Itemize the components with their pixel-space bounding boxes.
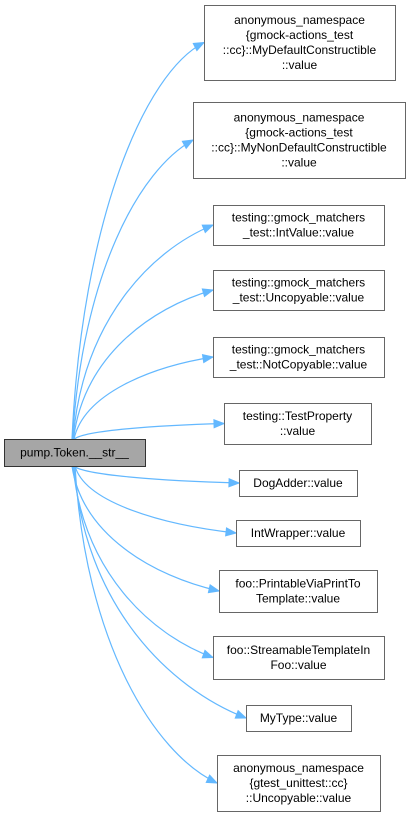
arrowhead xyxy=(213,419,226,429)
edge-line xyxy=(71,139,194,440)
call-edge xyxy=(71,139,195,440)
call-edges xyxy=(71,41,248,784)
arrowhead xyxy=(181,139,195,150)
node-target-1[interactable]: anonymous_namespace{gmock-actions_test::… xyxy=(204,5,396,81)
node-target-4-label: _test::Uncopyable::value xyxy=(232,291,365,305)
node-target-4-box xyxy=(213,270,385,311)
call-edge xyxy=(72,288,215,440)
arrowhead xyxy=(201,353,215,364)
arrowhead xyxy=(234,709,248,719)
edge-line xyxy=(71,465,220,592)
node-target-1-label: ::cc}::MyDefaultConstructible xyxy=(223,43,377,57)
edge-line xyxy=(74,422,225,440)
graph-nodes: pump.Token.__str__anonymous_namespace{gm… xyxy=(4,5,406,812)
node-target-7-box xyxy=(239,470,358,497)
call-edge xyxy=(73,465,248,719)
node-target-5-label: testing::gmock_matchers xyxy=(232,343,365,357)
call-edge xyxy=(74,465,219,784)
node-target-2-label: ::cc}::MyNonDefaultConstructible xyxy=(211,141,387,155)
node-target-8-label: IntWrapper::value xyxy=(251,526,346,540)
edge-line xyxy=(74,465,237,534)
call-edge xyxy=(72,465,215,659)
edge-line xyxy=(73,465,247,719)
call-edge xyxy=(71,465,221,594)
node-target-2-label: ::value xyxy=(281,156,317,170)
node-target-3[interactable]: testing::gmock_matchers_test::IntValue::… xyxy=(213,205,385,246)
node-target-9-box xyxy=(219,570,378,613)
call-edge xyxy=(73,353,215,440)
node-target-7-label: DogAdder::value xyxy=(253,476,343,490)
node-target-3-label: testing::gmock_matchers xyxy=(232,211,365,225)
node-target-12-label: anonymous_namespace xyxy=(233,761,364,775)
edge-line xyxy=(74,465,218,784)
node-target-6-label: ::value xyxy=(280,424,316,438)
node-target-10-label: foo::StreamableTemplateIn xyxy=(227,643,370,657)
node-target-12[interactable]: anonymous_namespace{gtest_unittest::cc}:… xyxy=(217,755,381,812)
node-target-11[interactable]: MyType::value xyxy=(246,705,352,732)
call-edge xyxy=(72,224,215,440)
node-target-8[interactable]: IntWrapper::value xyxy=(236,520,361,547)
node-target-1-box xyxy=(204,5,396,81)
node-target-4[interactable]: testing::gmock_matchers_test::Uncopyable… xyxy=(213,270,385,311)
node-root-label: pump.Token.__str__ xyxy=(20,446,129,460)
arrowhead xyxy=(201,649,215,659)
edge-line xyxy=(73,465,240,484)
node-target-12-label: ::Uncopyable::value xyxy=(246,791,352,805)
node-target-9-label: foo::PrintableViaPrintTo xyxy=(235,577,361,591)
call-edge xyxy=(74,465,238,537)
node-target-1-label: {gmock-actions_test xyxy=(246,28,354,42)
node-target-7[interactable]: DogAdder::value xyxy=(239,470,358,497)
node-root-box xyxy=(4,439,146,467)
call-edge xyxy=(74,419,226,440)
arrowhead xyxy=(192,41,206,52)
node-target-10-box xyxy=(213,636,385,680)
arrowhead xyxy=(205,774,219,784)
node-target-6[interactable]: testing::TestProperty::value xyxy=(224,403,372,445)
edge-line xyxy=(72,465,214,659)
call-edge xyxy=(71,41,206,440)
arrowhead xyxy=(225,527,238,537)
node-target-2[interactable]: anonymous_namespace{gmock-actions_test::… xyxy=(193,102,406,179)
node-target-12-box xyxy=(217,755,381,812)
node-target-3-box xyxy=(213,205,385,246)
node-target-4-label: testing::gmock_matchers xyxy=(232,276,365,290)
node-target-11-box xyxy=(246,705,352,732)
node-target-6-box xyxy=(224,403,372,445)
edge-line xyxy=(72,224,214,440)
node-target-12-label: {gtest_unittest::cc} xyxy=(249,776,347,790)
node-target-10-label: Foo::value xyxy=(270,658,326,672)
edge-line xyxy=(73,356,214,440)
node-target-2-label: {gmock-actions_test xyxy=(245,126,353,140)
node-target-2-label: anonymous_namespace xyxy=(234,111,365,125)
node-target-8-box xyxy=(236,520,361,547)
arrowhead xyxy=(201,288,215,298)
arrowhead xyxy=(201,224,215,234)
edge-line xyxy=(71,41,205,440)
node-target-5-label: _test::NotCopyable::value xyxy=(229,358,368,372)
node-target-5-box xyxy=(213,337,385,378)
arrowhead xyxy=(207,584,221,594)
call-edge xyxy=(73,465,241,488)
arrowhead xyxy=(228,477,241,488)
node-root[interactable]: pump.Token.__str__ xyxy=(4,439,146,467)
edge-line xyxy=(72,289,214,440)
node-target-2-box xyxy=(193,102,406,179)
node-target-11-label: MyType::value xyxy=(260,711,338,725)
node-target-3-label: _test::IntValue::value xyxy=(242,226,355,240)
node-target-5[interactable]: testing::gmock_matchers_test::NotCopyabl… xyxy=(213,337,385,378)
node-target-9-label: Template::value xyxy=(256,592,340,606)
node-target-1-label: ::value xyxy=(282,58,318,72)
node-target-6-label: testing::TestProperty xyxy=(243,409,352,423)
node-target-1-label: anonymous_namespace xyxy=(234,13,365,27)
